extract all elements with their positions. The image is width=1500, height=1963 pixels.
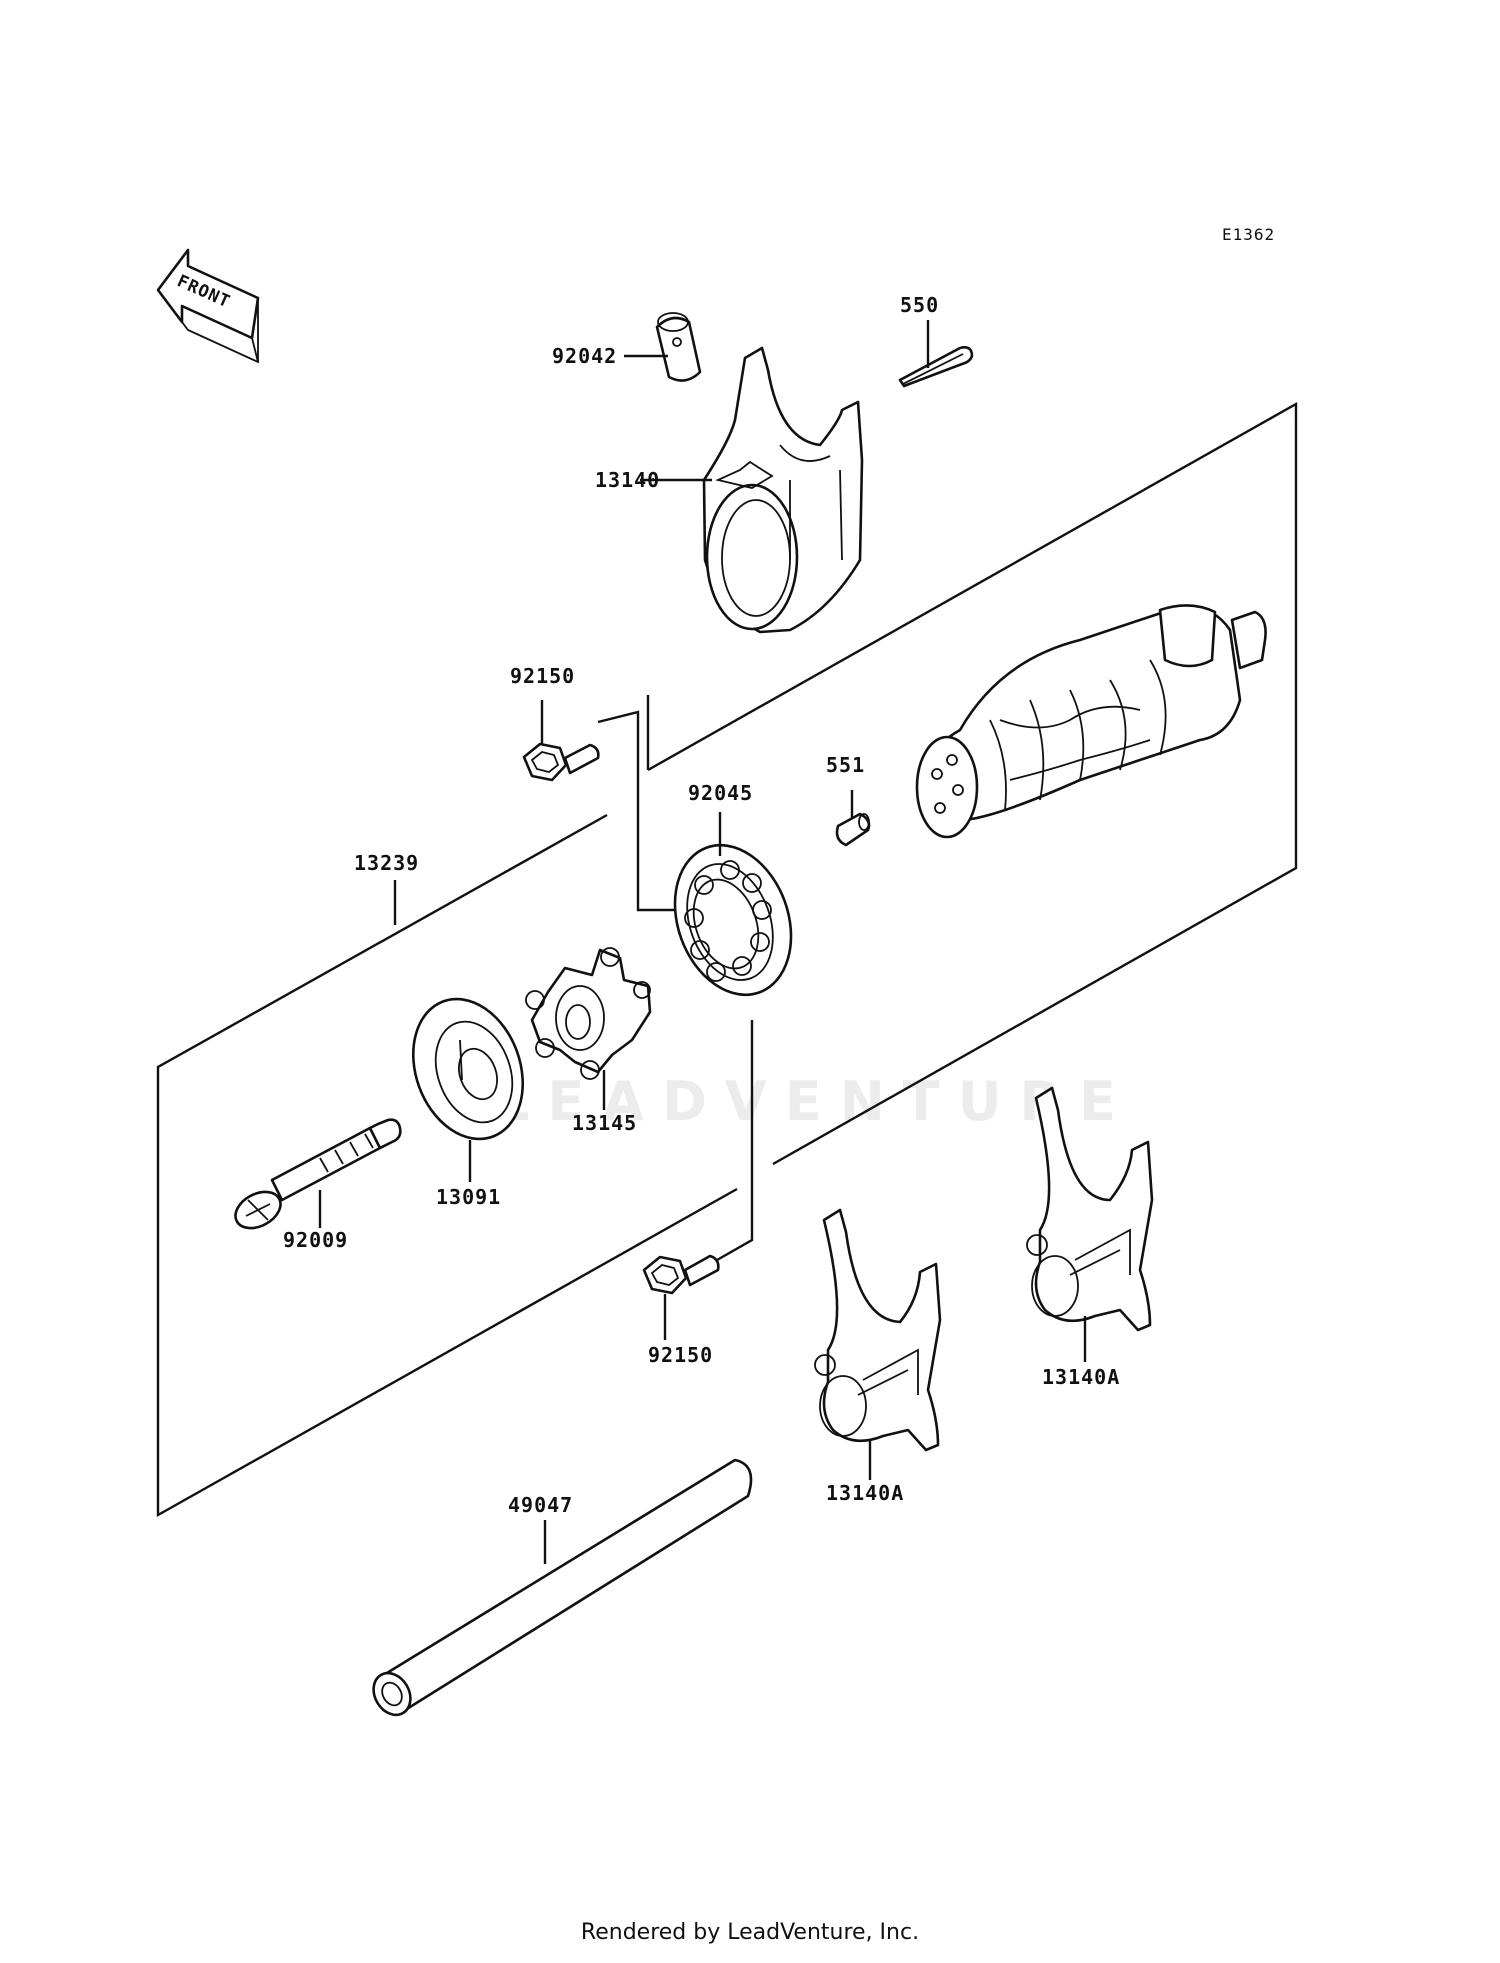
assy-13239-frame [156,813,738,1518]
shift-fork-13140 [702,346,864,634]
watermark: LEADVENTURE [495,1070,1134,1133]
callout-92045: 92045 [688,781,753,805]
shift-drum-group-frame [646,401,1298,1166]
cotter-pin-550 [898,346,974,388]
shift-cam-13145 [525,947,652,1080]
connector-lines [597,710,754,1266]
dowel-pin-551 [835,812,871,847]
callout-92042: 92042 [552,344,617,368]
callout-92150-bottom: 92150 [648,1343,713,1367]
callout-13140A-left: 13140A [826,1481,904,1505]
callout-92150-top: 92150 [510,664,575,688]
screw-92009 [234,1118,402,1230]
footer-credit: Rendered by LeadVenture, Inc. [580,1920,920,1945]
callout-13145: 13145 [572,1111,637,1135]
pin-92042 [655,312,702,382]
callout-550: 550 [900,293,939,317]
callout-13091: 13091 [436,1185,501,1209]
shaft-49047 [372,1458,753,1717]
callout-13239: 13239 [354,851,419,875]
callout-551: 551 [826,753,865,777]
shift-drum [915,604,1267,839]
plate-13091 [411,997,525,1141]
front-arrow-icon: FRONT [156,248,260,364]
callout-49047: 49047 [508,1493,573,1517]
bolt-92150-top [522,742,600,782]
callout-13140: 13140 [595,468,660,492]
shift-fork-13140A-right [1026,1086,1154,1332]
bearing-92045 [673,843,793,997]
shift-fork-13140A-left [814,1208,942,1452]
diagram-code: E1362 [1222,225,1275,244]
leader-lines [318,320,1087,1564]
callout-13140A-right: 13140A [1042,1365,1120,1389]
bolt-92150-bottom [642,1254,720,1295]
callout-92009: 92009 [283,1228,348,1252]
